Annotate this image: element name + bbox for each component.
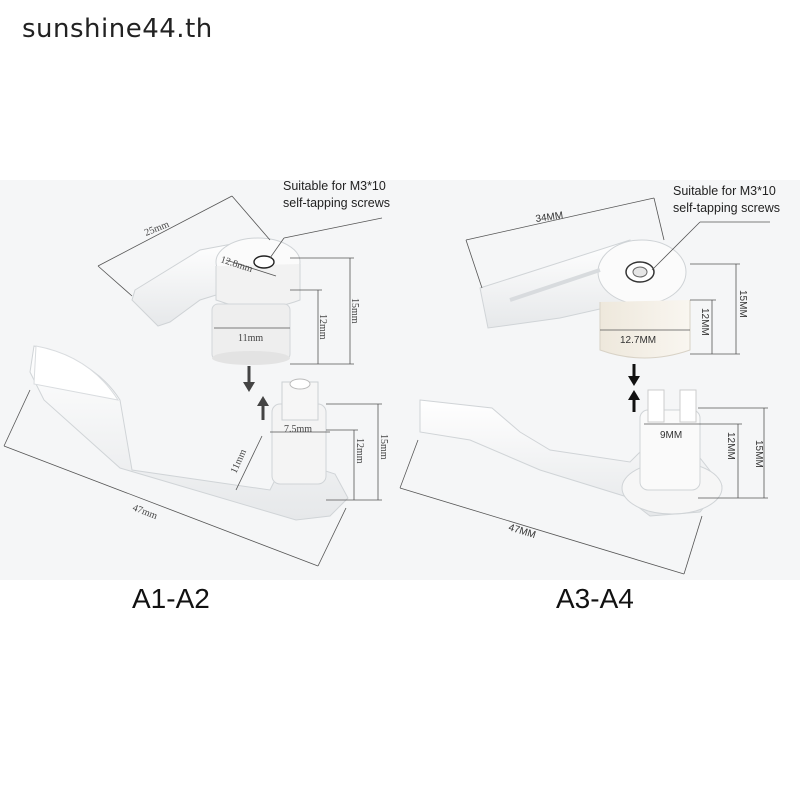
right-dimension-lines: [399, 197, 770, 575]
right-dim-post-width: 9MM: [660, 430, 682, 441]
shop-watermark: sunshine44.th: [22, 14, 213, 44]
left-assembly-arrows: [243, 366, 269, 420]
right-screw-note-line2: self-tapping screws: [673, 201, 780, 215]
right-dim-post-height-total: 15MM: [753, 440, 764, 468]
left-dim-arm-length: 47mm: [131, 503, 159, 523]
right-dim-height-total-top: 15MM: [737, 290, 748, 318]
left-dim-post-height-total: 15mm: [378, 434, 389, 460]
right-bottom-arm: [419, 389, 723, 517]
left-screw-note-line2: self-tapping screws: [283, 196, 390, 210]
right-dim-post-height-inner: 12MM: [725, 432, 736, 460]
left-dim-post-height-inner: 12mm: [354, 438, 365, 464]
right-screw-note-line1: Suitable for M3*10: [673, 184, 776, 198]
left-bottom-arm: [29, 345, 349, 521]
right-dim-width-top: 34MM: [535, 210, 564, 225]
left-dim-height-total-top: 15mm: [349, 298, 360, 324]
left-model-caption: A1-A2: [132, 583, 210, 614]
left-top-knob: [131, 237, 301, 365]
right-dim-collar-width: 12.7MM: [620, 335, 656, 346]
right-model-caption: A3-A4: [556, 583, 634, 614]
right-dim-arm-length: 47MM: [507, 522, 537, 541]
left-dimension-lines: [3, 195, 383, 567]
left-dim-arm-width: 11mm: [229, 448, 249, 476]
left-dim-collar-width: 11mm: [238, 333, 263, 344]
right-product: 34MM 12.7MM 15MM 12MM 9MM 12MM 15MM 47MM: [399, 197, 770, 575]
left-product: 25mm 12.8mm 15mm 12mm 11mm 7.5mm 12mm 15…: [3, 195, 389, 567]
right-dim-height-inner-top: 12MM: [699, 308, 710, 336]
right-assembly-arrows: [628, 364, 640, 412]
right-screw-note: Suitable for M3*10 self-tapping screws: [673, 183, 780, 217]
left-dim-post-width: 7.5mm: [284, 424, 312, 435]
left-dim-width-top: 25mm: [143, 219, 171, 239]
left-dim-height-inner-top: 12mm: [317, 314, 328, 340]
left-screw-note-line1: Suitable for M3*10: [283, 179, 386, 193]
right-top-knob: [479, 239, 691, 359]
left-screw-note: Suitable for M3*10 self-tapping screws: [283, 178, 390, 212]
